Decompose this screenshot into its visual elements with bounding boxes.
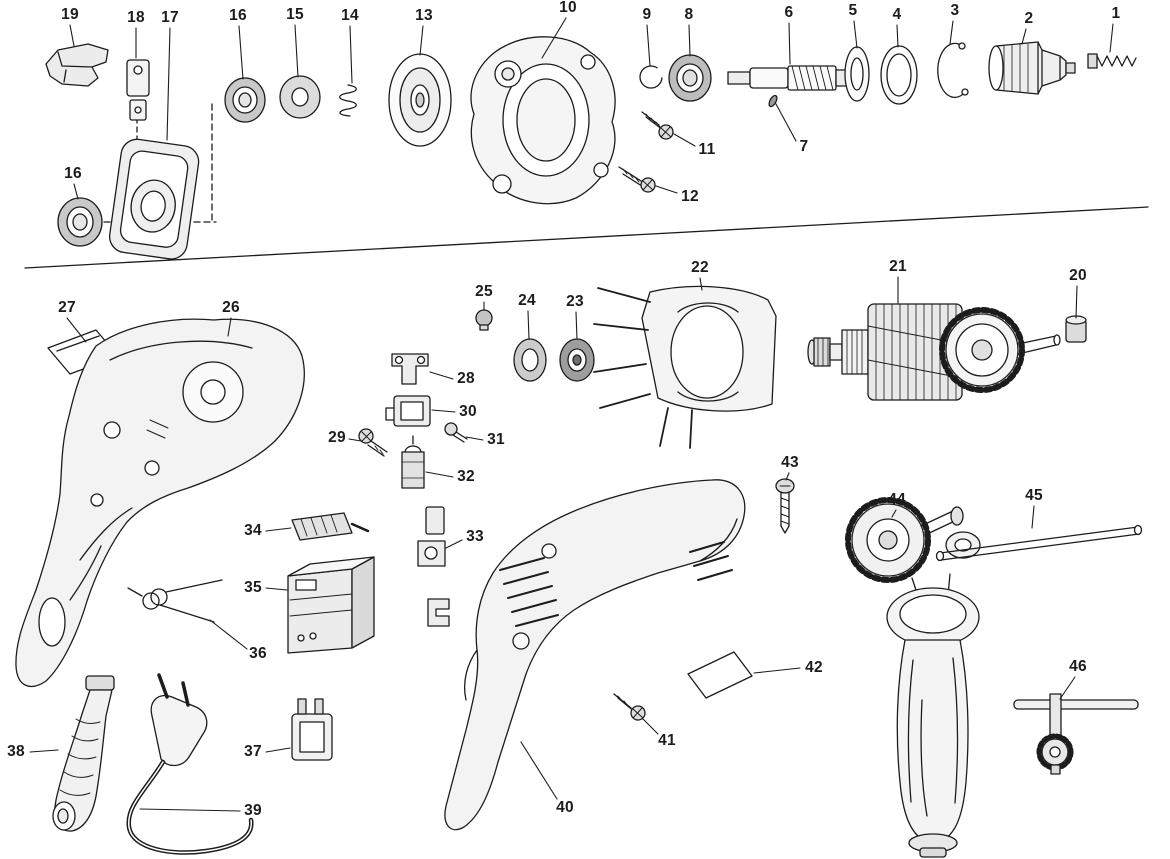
leader-line-31 <box>465 436 484 441</box>
leader-line-39 <box>139 808 241 812</box>
part-19-lock-button <box>45 43 109 87</box>
leader-line-43 <box>785 472 790 481</box>
part-2-chuck <box>988 41 1076 95</box>
leader-line-24 <box>527 310 530 340</box>
leader-line-5 <box>853 20 858 49</box>
part-8-bearing <box>668 54 712 102</box>
leader-line-13 <box>419 25 424 56</box>
leader-line-10 <box>541 17 567 59</box>
leader-line-6 <box>788 22 791 65</box>
leader-line-30 <box>431 409 456 413</box>
part-18-bracket <box>126 59 150 121</box>
leader-line-20 <box>1075 285 1078 319</box>
leader-line-37 <box>265 747 291 753</box>
leader-line-45 <box>1031 505 1035 529</box>
leader-line-40 <box>520 741 558 800</box>
leader-line-29 <box>348 438 362 442</box>
part-20-sleeve <box>1065 315 1087 343</box>
part-29-screw <box>358 428 388 457</box>
leader-line-19 <box>69 24 75 47</box>
leader-line-16 <box>73 183 79 200</box>
part-33-switch-lever <box>417 506 450 627</box>
leader-line-15 <box>294 24 299 78</box>
part-28-brush-holder-bracket <box>391 353 429 385</box>
leader-line-2 <box>1021 28 1027 45</box>
part-12-screw <box>618 166 656 193</box>
part-39-power-cord <box>126 673 254 855</box>
leader-line-46 <box>1059 676 1076 700</box>
part-7-pin <box>768 94 778 108</box>
part-26-housing-left <box>15 318 305 688</box>
leader-line-1 <box>1109 23 1114 53</box>
leader-line-36 <box>209 619 248 650</box>
part-11-screw <box>641 111 674 140</box>
part-15-washer <box>279 75 321 119</box>
leader-line-32 <box>425 471 454 478</box>
part-44-side-handle-assembly <box>845 497 981 858</box>
part-17-cover-plate <box>108 138 200 260</box>
leader-lines-layer <box>29 17 1114 812</box>
leader-line-33 <box>445 539 463 549</box>
leader-line-41 <box>642 718 659 735</box>
leader-line-3 <box>949 20 954 45</box>
part-24-washer <box>513 338 547 382</box>
part-3-circlip <box>937 42 969 99</box>
part-13-flange <box>388 53 452 147</box>
leader-line-34 <box>265 527 292 532</box>
leader-line-11 <box>673 133 696 147</box>
leader-line-44 <box>891 509 897 518</box>
leader-line-42 <box>753 667 801 674</box>
part-9-snap-ring <box>639 65 667 89</box>
leader-line-17 <box>166 27 171 141</box>
leader-line-9 <box>646 24 651 67</box>
part-31-screw <box>444 422 468 443</box>
part-6-spindle <box>727 65 856 91</box>
part-38-cord-guard <box>52 675 115 832</box>
leader-line-7 <box>775 103 797 142</box>
part-45-depth-rod <box>935 524 1143 562</box>
part-32-carbon-brush <box>401 435 425 489</box>
leader-line-14 <box>349 25 353 84</box>
part-4-ring <box>880 45 918 105</box>
part-40-housing-right <box>444 479 746 831</box>
part-10-gear-housing <box>470 36 616 205</box>
leader-line-22 <box>699 277 703 291</box>
part-37-terminal-block <box>291 698 333 761</box>
part-34-brush-plate <box>291 512 370 541</box>
leader-line-38 <box>29 749 59 753</box>
part-43-screw <box>775 478 795 534</box>
part-14-spring <box>339 84 357 117</box>
part-1-screw <box>1087 53 1137 69</box>
leader-line-35 <box>265 587 288 591</box>
part-30-brush-holder <box>385 395 431 427</box>
leader-line-4 <box>896 24 899 48</box>
part-23-bearing <box>559 338 595 382</box>
part-21-armature <box>807 303 1061 401</box>
part-16-bearing-left <box>57 197 103 247</box>
part-41-screw <box>613 693 646 721</box>
part-5-washer <box>844 46 870 102</box>
leader-line-28 <box>429 371 454 380</box>
part-16-bearing-top <box>224 77 266 123</box>
leader-line-27 <box>66 317 87 343</box>
leader-line-12 <box>655 185 678 194</box>
leader-line-26 <box>227 317 232 337</box>
part-46-chuck-key <box>1013 693 1139 775</box>
part-42-label-sticker <box>687 651 753 699</box>
leader-line-8 <box>688 24 691 57</box>
part-36-spring-wire <box>127 579 223 623</box>
part-25-cap <box>475 309 493 331</box>
part-22-stator <box>593 285 777 449</box>
part-35-switch <box>287 556 375 654</box>
leader-line-23 <box>575 311 578 340</box>
leader-line-16 <box>238 25 244 80</box>
